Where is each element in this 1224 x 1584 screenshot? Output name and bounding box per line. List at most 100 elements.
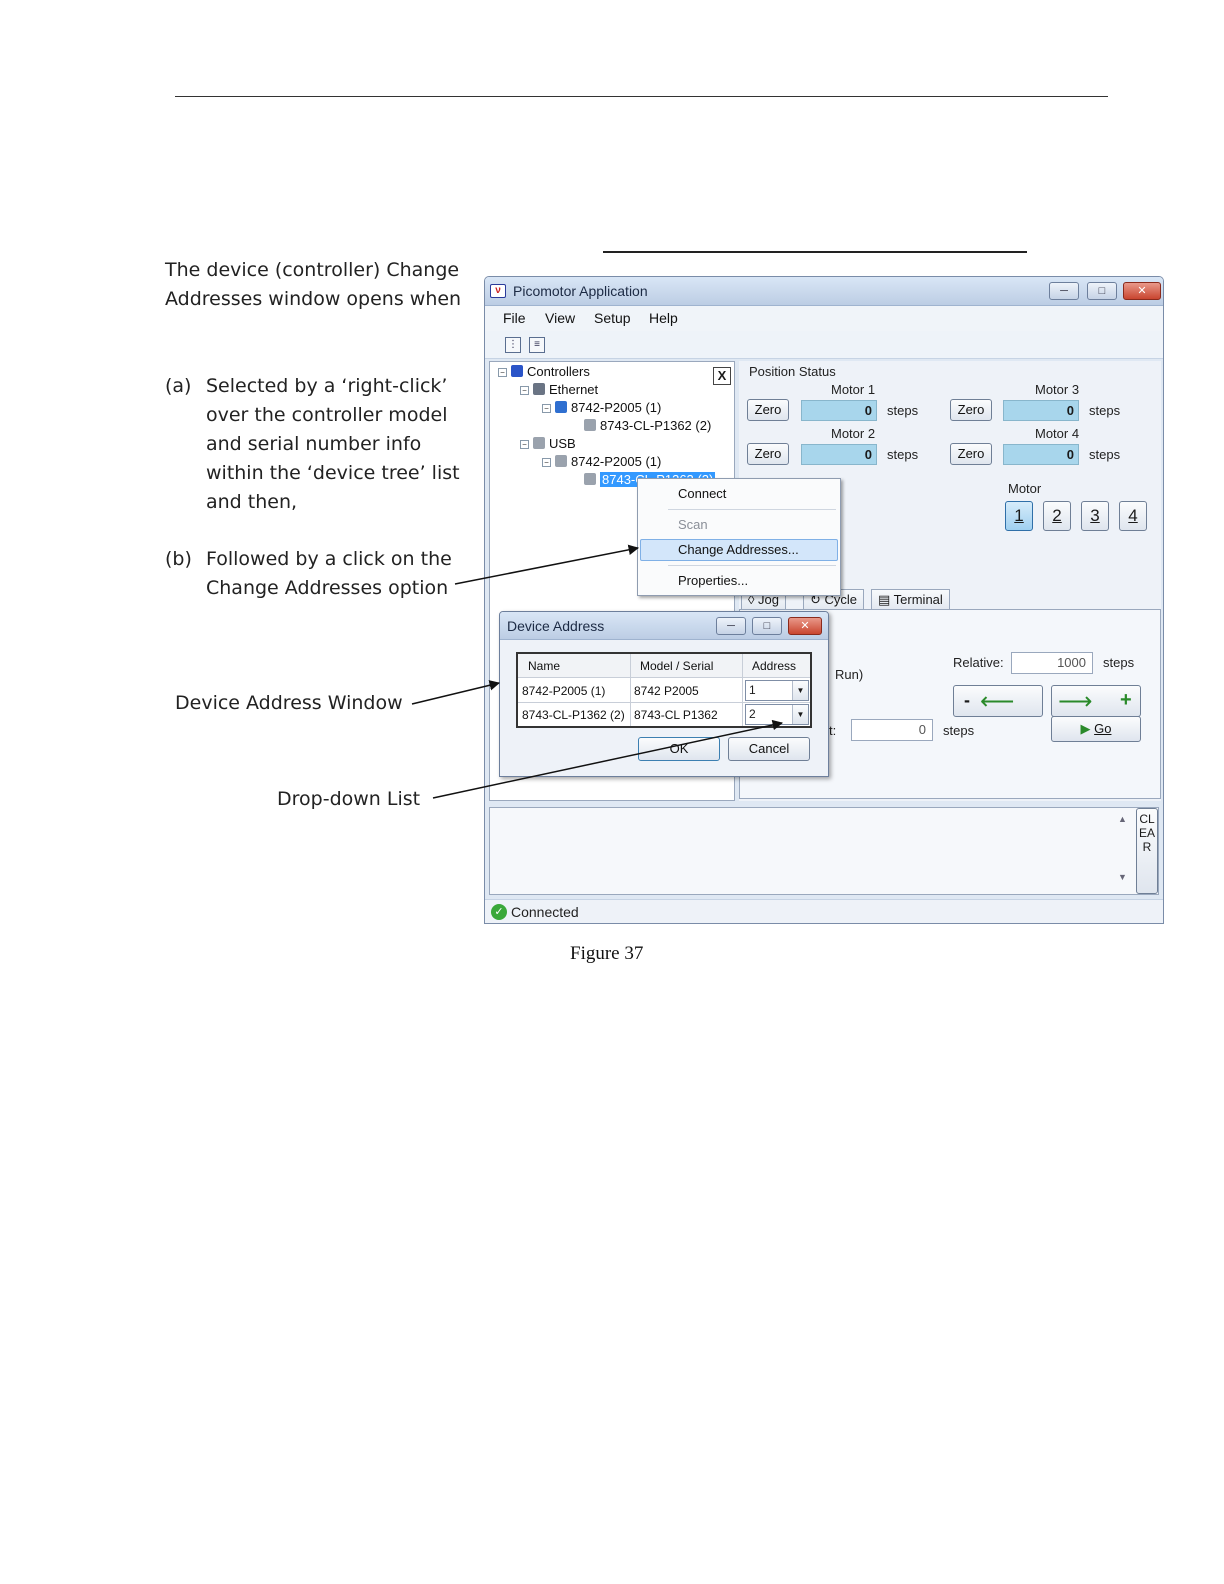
- relative-label: Relative:: [953, 655, 1004, 670]
- log-pane: ▲ ▼: [489, 807, 1159, 895]
- motor-2-select-button[interactable]: 2: [1043, 501, 1071, 531]
- motor-2-position: 0: [801, 444, 877, 465]
- motor-1-select-button[interactable]: 1: [1005, 501, 1033, 531]
- jog-positive-button[interactable]: ⟶ +: [1051, 685, 1141, 717]
- scroll-up-icon[interactable]: ▲: [1118, 814, 1127, 824]
- tree-row-usb-controller[interactable]: −8742-P2005 (1): [542, 454, 661, 469]
- motor-1-position: 0: [801, 400, 877, 421]
- motor-3-select-button[interactable]: 3: [1081, 501, 1109, 531]
- step-b-label: (b): [165, 548, 192, 570]
- step-b-text: Followed by a click on the Change Addres…: [206, 548, 452, 599]
- context-menu: Connect Scan Change Addresses... Propert…: [637, 478, 841, 596]
- dropdown-arrow-icon[interactable]: ▼: [792, 705, 808, 724]
- minimize-button[interactable]: ─: [1049, 282, 1079, 300]
- motor-4-label: Motor 4: [1035, 426, 1080, 441]
- ctx-separator: [668, 509, 836, 510]
- relative-steps-input[interactable]: 1000: [1011, 652, 1093, 674]
- collapse-icon[interactable]: −: [498, 368, 507, 377]
- jog-negative-button[interactable]: - ⟵: [953, 685, 1043, 717]
- ctx-change-addresses[interactable]: Change Addresses...: [678, 542, 799, 557]
- zero-motor-2-button[interactable]: Zero: [747, 443, 789, 465]
- row-1-model: 8742 P2005: [634, 684, 699, 698]
- address-table: Name Model / Serial Address 8742-P2005 (…: [516, 652, 812, 728]
- tree-row-controllers[interactable]: −Controllers: [498, 364, 590, 379]
- step-a-text: Selected by a ‘right-click’ over the con…: [206, 375, 460, 513]
- zero-motor-1-button[interactable]: Zero: [747, 399, 789, 421]
- plus-sign: +: [1120, 689, 1132, 711]
- connected-check-icon: ✓: [491, 904, 507, 920]
- motor-2-units: steps: [887, 447, 919, 462]
- address-table-header: Name Model / Serial Address: [518, 654, 810, 678]
- tree-row-eth-controller[interactable]: −8742-P2005 (1): [542, 400, 661, 415]
- tab-terminal-label: Terminal: [893, 592, 943, 607]
- target-position-input[interactable]: 0: [851, 719, 933, 741]
- col-address: Address: [752, 659, 797, 673]
- motor-3-position: 0: [1003, 400, 1079, 421]
- zero-motor-4-button[interactable]: Zero: [950, 443, 992, 465]
- motor-4-select-button[interactable]: 4: [1119, 501, 1147, 531]
- row-1-address-dropdown[interactable]: 1▼: [745, 680, 809, 701]
- menu-view[interactable]: View: [545, 310, 576, 326]
- minus-sign: -: [964, 690, 970, 710]
- row-2-name: 8743-CL-P1362 (2): [522, 708, 625, 722]
- device-icon: [584, 473, 596, 485]
- cycle-icon: ↻: [810, 592, 825, 607]
- row-1-address-value: 1: [749, 683, 756, 697]
- tree-row-usb[interactable]: −USB: [520, 436, 576, 451]
- picomotor-app-window: ν Picomotor Application ─ □ ✕ File View …: [484, 276, 1164, 924]
- scroll-down-icon[interactable]: ▼: [1118, 872, 1127, 882]
- col-model-serial: Model / Serial: [640, 659, 714, 673]
- collapse-icon[interactable]: −: [542, 458, 551, 467]
- dialog-minimize-button[interactable]: ─: [716, 617, 746, 635]
- motor-2-label: Motor 2: [831, 426, 876, 441]
- cancel-button[interactable]: Cancel: [728, 737, 810, 761]
- relative-units: steps: [1103, 655, 1135, 670]
- tree-row-ethernet[interactable]: − Ethernet: [520, 382, 598, 397]
- tab-terminal[interactable]: ▤ Terminal: [871, 589, 950, 609]
- col-divider: [630, 654, 631, 726]
- ctx-properties[interactable]: Properties...: [678, 573, 749, 588]
- menu-setup[interactable]: Setup: [594, 310, 631, 326]
- step-a-label: (a): [165, 375, 192, 397]
- drop-down-list-arrow: [432, 719, 784, 799]
- tree-label-ethernet: Ethernet: [549, 382, 599, 397]
- row-2-model: 8743-CL P1362: [634, 708, 718, 722]
- close-tree-button[interactable]: X: [713, 367, 731, 385]
- tree-row-eth-child[interactable]: 8743-CL-P1362 (2): [584, 418, 711, 433]
- row-2-address-dropdown[interactable]: 2▼: [745, 704, 809, 725]
- controller-icon: [555, 455, 567, 467]
- arrow-left-icon: ⟵: [980, 688, 1015, 715]
- motor-1-units: steps: [887, 403, 919, 418]
- ctx-scan[interactable]: Scan: [678, 517, 708, 532]
- collapse-icon[interactable]: −: [542, 404, 551, 413]
- menu-file[interactable]: File: [503, 310, 526, 326]
- list-view-icon[interactable]: ≡: [529, 337, 545, 353]
- zero-motor-3-button[interactable]: Zero: [950, 399, 992, 421]
- clear-log-button[interactable]: CLEAR: [1136, 808, 1158, 894]
- go-button[interactable]: ▶ Go: [1051, 716, 1141, 742]
- tree-view-icon[interactable]: ⋮: [505, 337, 521, 353]
- intro-text: The device (controller) Change Addresses…: [165, 259, 462, 310]
- ctx-connect[interactable]: Connect: [678, 486, 727, 501]
- toolbar: ⋮ ≡: [485, 331, 1163, 359]
- collapse-icon[interactable]: −: [520, 386, 529, 395]
- dialog-maximize-button[interactable]: □: [752, 617, 782, 635]
- usb-icon: [533, 437, 545, 449]
- menu-help[interactable]: Help: [649, 310, 678, 326]
- dialog-close-button[interactable]: ✕: [788, 617, 822, 635]
- tree-label-eth-child: 8743-CL-P1362 (2): [600, 418, 712, 433]
- maximize-button[interactable]: □: [1087, 282, 1117, 300]
- motor-4-position: 0: [1003, 444, 1079, 465]
- dropdown-arrow-icon[interactable]: ▼: [792, 681, 808, 700]
- go-label: Go: [1094, 721, 1112, 736]
- close-button[interactable]: ✕: [1123, 282, 1161, 300]
- change-addresses-arrow: [454, 544, 640, 585]
- target-label-fragment: t:: [829, 723, 837, 738]
- device-icon: [584, 419, 596, 431]
- collapse-icon[interactable]: −: [520, 440, 529, 449]
- status-bar: ✓ Connected: [485, 899, 1163, 923]
- window-title: Picomotor Application: [513, 283, 648, 299]
- step-a: (a) Selected by a ‘right-click’ over the…: [165, 372, 465, 522]
- row-divider: [518, 702, 810, 703]
